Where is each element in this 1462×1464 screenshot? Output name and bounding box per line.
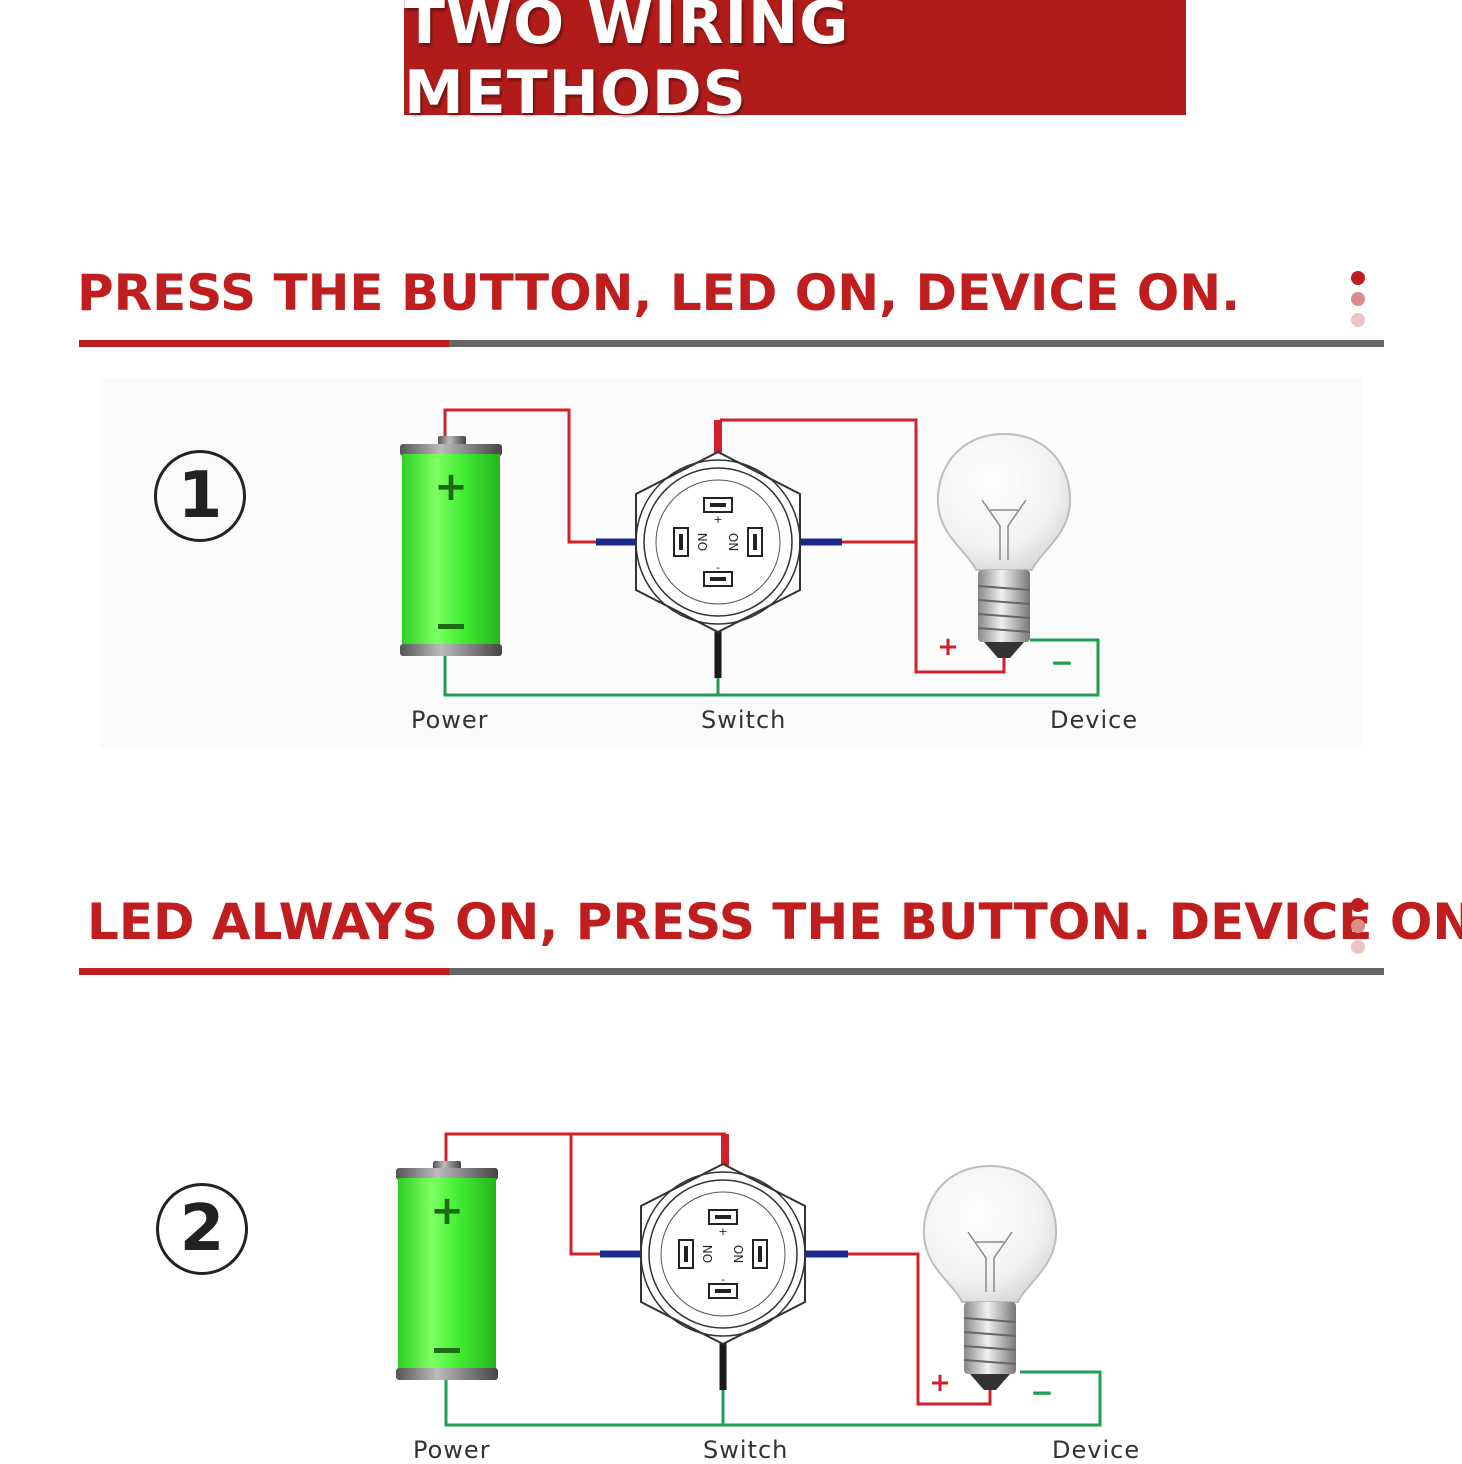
- method2-dots: [1351, 898, 1367, 961]
- title-banner: TWO WIRING METHODS: [404, 0, 1186, 128]
- svg-text:−: −: [1050, 646, 1073, 679]
- method1-wire-red-power: [443, 408, 598, 544]
- method1-power-label: Power: [411, 706, 489, 734]
- method2-wire-green: [444, 1370, 1102, 1427]
- svg-text:−: −: [1030, 1376, 1053, 1409]
- method1-device-label: Device: [1050, 706, 1139, 734]
- method1-wire-red-bulb: [914, 542, 1006, 674]
- page-title: TWO WIRING METHODS: [404, 0, 850, 128]
- push-switch-icon: + - NO NO: [640, 1162, 806, 1346]
- svg-text:NO: NO: [727, 533, 741, 551]
- battery-icon: +: [396, 1161, 498, 1380]
- method2-power-label: Power: [413, 1436, 491, 1464]
- method2-heading: LED ALWAYS ON, PRESS THE BUTTON. DEVICE …: [87, 893, 1462, 951]
- method2-divider: [79, 968, 1384, 975]
- svg-text:-: -: [721, 1273, 725, 1286]
- svg-text:+: +: [929, 1368, 951, 1398]
- svg-text:NO: NO: [732, 1245, 746, 1263]
- svg-text:+: +: [937, 632, 959, 662]
- svg-text:+: +: [713, 513, 722, 526]
- method2-switch-label: Switch: [703, 1436, 789, 1464]
- method2-wire-red-device: [846, 1252, 992, 1406]
- method1-diagram: + + - NO NO: [400, 408, 1100, 697]
- method1-wire-red-device: [720, 418, 918, 544]
- method1-heading: PRESS THE BUTTON, LED ON, DEVICE ON.: [77, 264, 1241, 322]
- method1-switch-label: Switch: [701, 706, 787, 734]
- method2-wire-red-no: [569, 1134, 602, 1256]
- method1-divider: [79, 340, 1384, 347]
- method2-wire-red-power: [444, 1132, 726, 1168]
- light-bulb-icon: + −: [922, 1164, 1058, 1409]
- method1-dots: [1351, 271, 1367, 334]
- light-bulb-icon: + −: [936, 432, 1074, 679]
- svg-text:-: -: [716, 561, 720, 574]
- svg-text:NO: NO: [700, 1245, 714, 1263]
- svg-text:+: +: [434, 464, 468, 510]
- push-switch-icon: + - NO NO: [635, 450, 801, 634]
- method1-number: 1: [154, 450, 246, 542]
- method2-diagram: + + - NO NO: [396, 1132, 1102, 1427]
- battery-icon: +: [400, 436, 502, 656]
- svg-text:NO: NO: [695, 533, 709, 551]
- method2-number: 2: [156, 1183, 248, 1275]
- svg-text:+: +: [718, 1225, 727, 1238]
- method2-device-label: Device: [1052, 1436, 1141, 1464]
- svg-text:+: +: [430, 1188, 464, 1234]
- method1-wire-green: [443, 638, 1100, 697]
